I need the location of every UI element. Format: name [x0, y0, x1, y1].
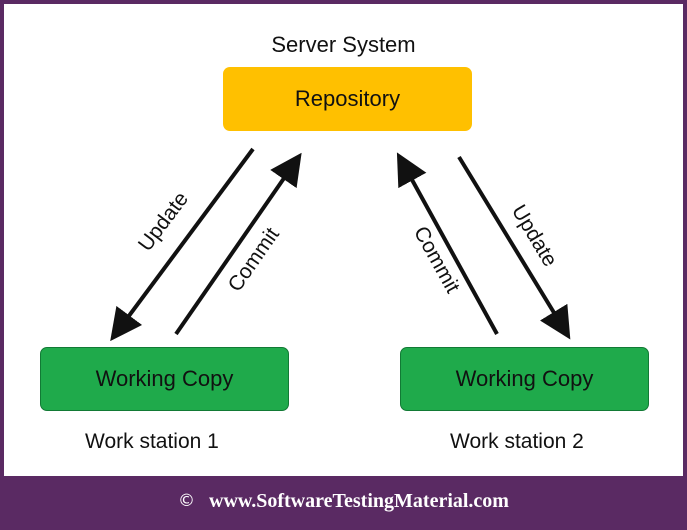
left-update-arrow	[110, 147, 255, 342]
server-system-title: Server System	[271, 32, 416, 57]
copyright-symbol: ©	[178, 491, 196, 511]
workstation-2-label: Work station 2	[450, 430, 584, 453]
right-commit-arrow	[396, 152, 499, 335]
repository-box: Repository	[223, 67, 472, 131]
footer-site-link[interactable]: www.SoftwareTestingMaterial.com	[209, 489, 509, 512]
left-commit-arrow	[174, 152, 302, 336]
footer-bar: © www.SoftwareTestingMaterial.com	[4, 476, 683, 526]
working-copy-1-box: Working Copy	[40, 347, 289, 411]
workstation-1-label: Work station 1	[85, 430, 219, 453]
arrows-layer	[110, 147, 571, 342]
right-update-arrow	[457, 155, 571, 340]
working-copy-2-box: Working Copy	[400, 347, 649, 411]
